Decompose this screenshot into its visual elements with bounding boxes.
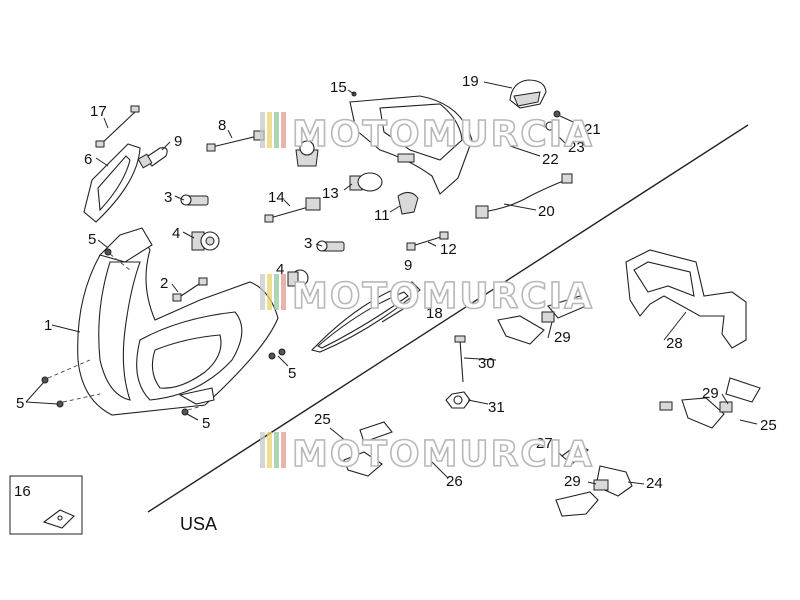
- watermark-text: MOTOMURCIA: [292, 114, 594, 155]
- bulb-3-lower[interactable]: [316, 240, 345, 252]
- callout-16: 16: [14, 483, 31, 500]
- wire-8[interactable]: [206, 130, 265, 152]
- callout-15: 15: [330, 79, 347, 96]
- bulb-4-upper[interactable]: [191, 231, 220, 251]
- visor-usa[interactable]: [310, 281, 421, 353]
- indicator-24[interactable]: [555, 465, 633, 517]
- socket-10[interactable]: [295, 140, 319, 167]
- indicator-front-right[interactable]: [497, 295, 587, 345]
- watermark-bar: [274, 432, 279, 468]
- leader-lines: [25, 81, 758, 485]
- watermark-text: MOTOMURCIA: [292, 434, 594, 475]
- watermark-text: MOTOMURCIA: [292, 276, 594, 317]
- cover-19[interactable]: [509, 79, 547, 109]
- nut-31[interactable]: [445, 391, 471, 409]
- region-label-usa: USA: [180, 514, 217, 534]
- region-divider-line: [147, 124, 749, 513]
- bulb-13[interactable]: [349, 172, 383, 192]
- watermark-bar: [274, 274, 279, 310]
- callout-23: 23: [568, 139, 585, 156]
- callout-20: 20: [538, 203, 555, 220]
- callout-labels: 1 2 3 3 4 4 5 5 5 5 6 8 9 9 11 12 13 14 …: [14, 73, 777, 500]
- watermark-bar: [260, 274, 265, 310]
- callout-4: 4: [172, 225, 180, 242]
- indicator-usa-26[interactable]: [343, 421, 393, 477]
- screws-5[interactable]: [41, 248, 286, 416]
- socket-11[interactable]: [397, 192, 419, 215]
- callout-6: 6: [84, 151, 92, 168]
- callout-9: 9: [404, 257, 412, 274]
- wire-12[interactable]: [406, 231, 449, 251]
- callout-26: 26: [446, 473, 463, 490]
- watermark-middle: MOTOMURCIA: [260, 274, 594, 318]
- callout-1: 1: [44, 317, 52, 334]
- watermark-bar: [267, 112, 272, 148]
- callout-5: 5: [288, 365, 296, 382]
- bulb-9[interactable]: [137, 147, 168, 169]
- watermark-bar: [281, 112, 286, 148]
- watermark-top: MOTOMURCIA: [260, 112, 594, 156]
- watermark-bar: [281, 274, 286, 310]
- connector-2[interactable]: [172, 277, 208, 302]
- callout-19: 19: [462, 73, 479, 90]
- callout-24: 24: [646, 475, 663, 492]
- tail-light-housing[interactable]: [349, 95, 473, 195]
- callout-12: 12: [440, 241, 457, 258]
- callout-8: 8: [218, 117, 226, 134]
- watermark-bar: [260, 112, 265, 148]
- callout-3: 3: [304, 235, 312, 252]
- callout-30: 30: [478, 355, 495, 372]
- headlight-assembly[interactable]: [77, 227, 279, 416]
- watermark-bottom: MOTOMURCIA: [260, 432, 594, 476]
- callout-29: 29: [564, 473, 581, 490]
- watermark-bar: [281, 432, 286, 468]
- watermark-bar: [267, 274, 272, 310]
- bulb-3-upper[interactable]: [180, 194, 209, 206]
- watermark-bar: [274, 112, 279, 148]
- callout-18: 18: [426, 305, 443, 322]
- screw-21[interactable]: [553, 110, 561, 118]
- callout-29: 29: [702, 385, 719, 402]
- callout-5: 5: [88, 231, 96, 248]
- callout-9: 9: [174, 133, 182, 150]
- callout-3: 3: [164, 189, 172, 206]
- callout-28: 28: [666, 335, 683, 352]
- bulb-4-lower[interactable]: [287, 269, 309, 287]
- callout-11: 11: [374, 207, 390, 224]
- callout-17: 17: [90, 103, 107, 120]
- inset-box-16: [9, 475, 83, 535]
- bracket-27[interactable]: [561, 443, 589, 465]
- wire-20[interactable]: [475, 173, 573, 219]
- callout-5: 5: [16, 395, 24, 412]
- callout-25: 25: [314, 411, 331, 428]
- wire-14[interactable]: [264, 197, 321, 223]
- license-plate-bracket[interactable]: [625, 249, 747, 349]
- callout-25: 25: [760, 417, 777, 434]
- indicator-rear-right[interactable]: [659, 377, 761, 429]
- washer-23[interactable]: [545, 121, 555, 131]
- callout-21: 21: [584, 121, 601, 138]
- watermark-bar: [260, 432, 265, 468]
- callout-31: 31: [488, 399, 505, 416]
- callout-14: 14: [268, 189, 285, 206]
- headlight-visor[interactable]: [83, 143, 141, 223]
- callout-5: 5: [202, 415, 210, 432]
- callout-22: 22: [542, 151, 559, 168]
- callout-4: 4: [276, 261, 284, 278]
- watermark-bar: [267, 432, 272, 468]
- callout-2: 2: [160, 275, 168, 292]
- wire-17[interactable]: [95, 105, 140, 148]
- callout-29: 29: [554, 329, 571, 346]
- bolt-30[interactable]: [454, 335, 466, 383]
- callout-13: 13: [322, 185, 339, 202]
- callout-27: 27: [536, 435, 553, 452]
